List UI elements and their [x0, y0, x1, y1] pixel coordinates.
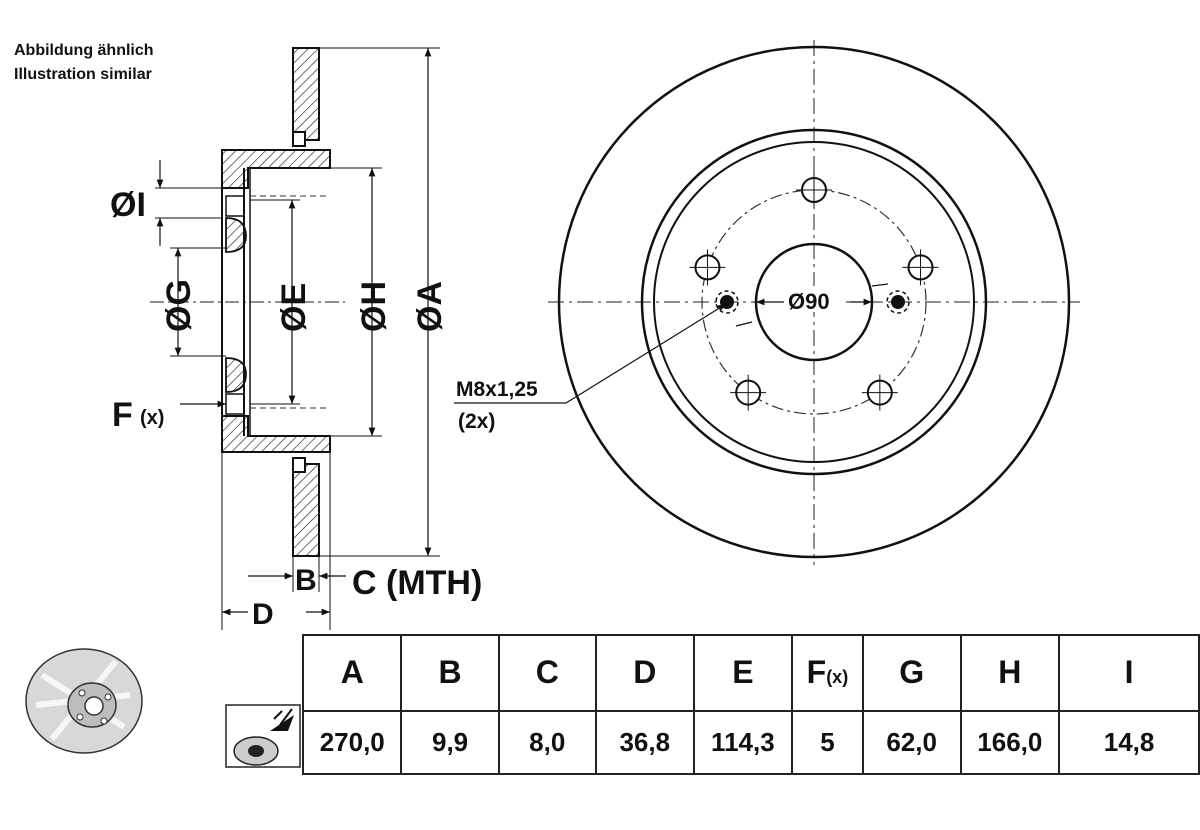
label-thread-count: (2x)	[458, 410, 495, 433]
spec-header-key: E	[732, 654, 754, 691]
label-dim-E: ØE	[275, 283, 313, 332]
spec-header-row: A B C D E F(x) G H I	[12, 634, 1200, 768]
spec-value-d: 36,8	[594, 709, 695, 776]
spec-header-f: F(x)	[791, 634, 864, 712]
note-illustration-de: Abbildung ähnlich	[14, 42, 154, 59]
hat-outer-edge	[653, 141, 975, 463]
spec-value-g: 62,0	[861, 709, 962, 776]
label-dim-F-sub: (x)	[140, 407, 164, 429]
bolt-hole	[902, 249, 939, 286]
label-center-bore: Ø90	[788, 289, 830, 314]
bolt-hole	[730, 374, 767, 411]
product-thumbnail-cell	[12, 635, 303, 774]
spec-header-key: G	[899, 654, 925, 691]
label-dim-H: ØH	[355, 281, 393, 332]
disc-thumbnail-icon	[25, 648, 301, 768]
spec-header-c: C	[497, 634, 597, 712]
spec-header-e: E	[692, 634, 794, 712]
label-dim-G: ØG	[160, 279, 198, 332]
disc-outer-edge	[557, 45, 1071, 559]
label-dim-F: F	[112, 396, 133, 434]
spec-value-b: 9,9	[400, 709, 500, 776]
spec-header-d: D	[594, 634, 695, 712]
spec-value-e: 114,3	[692, 709, 794, 776]
spec-header-i: I	[1058, 634, 1200, 712]
label-dim-D: D	[252, 598, 274, 630]
spec-header-key: F	[806, 654, 827, 691]
spec-header-key: D	[633, 654, 657, 691]
hat-wall-top	[221, 149, 331, 189]
side-view: ØI ØG ØE ØH ØA F (x) B C (MTH) D	[110, 47, 482, 630]
spec-value-h: 166,0	[959, 709, 1061, 776]
spec-header-key: A	[340, 654, 364, 691]
spec-header-g: G	[861, 634, 962, 712]
bolt-hole	[861, 374, 898, 411]
spec-header-sub: (x)	[826, 667, 849, 688]
bolt-hole	[796, 172, 832, 208]
bolt-boss-bottom	[225, 357, 247, 393]
label-dim-B: B	[295, 564, 317, 597]
spec-header-a: A	[301, 634, 403, 712]
spec-header-b: B	[400, 634, 500, 712]
label-dim-I: ØI	[110, 186, 146, 224]
technical-drawing: ØI ØG ØE ØH ØA F (x) B C (MTH) D	[110, 40, 1080, 630]
friction-ring-bottom	[292, 463, 320, 557]
bolt-boss-top	[225, 217, 247, 253]
label-dim-C: C (MTH)	[352, 564, 482, 602]
label-dim-A: ØA	[411, 281, 449, 332]
threaded-hole-left	[715, 290, 753, 327]
friction-ring-inner-edge	[640, 128, 988, 476]
note-illustration-en: Illustration similar	[14, 66, 152, 83]
spec-header-h: H	[959, 634, 1061, 712]
hat-wall-bottom	[221, 415, 331, 453]
spec-header-key: H	[998, 654, 1022, 691]
friction-ring-top	[292, 47, 320, 141]
bolt-circle	[701, 189, 927, 415]
spec-value-c: 8,0	[497, 709, 597, 776]
label-thread-size: M8x1,25	[456, 378, 538, 401]
bolt-holes	[689, 172, 939, 411]
spec-value-f: 5	[791, 709, 864, 776]
spec-value-i: 14,8	[1058, 709, 1200, 776]
bolt-hole	[689, 249, 726, 286]
spec-value-a: 270,0	[301, 709, 403, 776]
spec-header-key: I	[1124, 654, 1134, 691]
threaded-hole-right	[871, 283, 910, 314]
spec-header-key: B	[438, 654, 462, 691]
spec-header-key: C	[535, 654, 559, 691]
front-view: Ø90 M8x1,25 (2x)	[454, 40, 1080, 565]
